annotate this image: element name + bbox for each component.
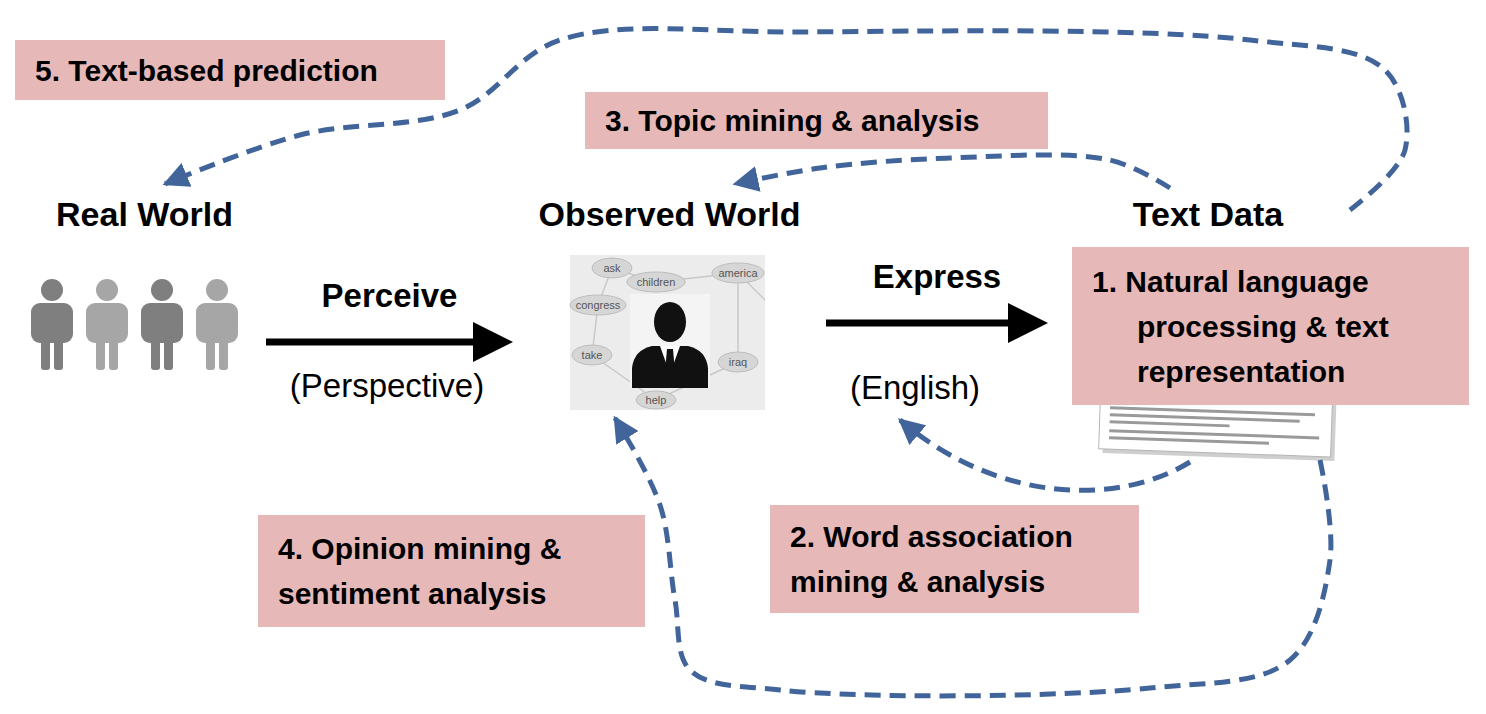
graph-lines [592,268,765,400]
word-tag: children [616,274,696,290]
node-text: 2. Word association mining & analysis [790,514,1121,604]
node-text: 1. Natural language processing & text re… [1092,259,1451,394]
edge-label: Perceive [322,276,458,316]
word-tag: america [698,265,778,281]
word-tag: take [552,347,632,363]
node-text: Text Data [1066,188,1350,235]
node-text: 3. Topic mining & analysis [605,98,980,143]
node-text: 4. Opinion mining & sentiment analysis [278,526,627,616]
edge-label: Express [873,257,1001,297]
node-text: Observed World [515,188,824,235]
solid-arrow [826,320,1008,327]
task-box: 2. Word association mining & analysis [770,505,1139,613]
dashed-arrow [900,420,1190,490]
dashed-arrow [615,418,1331,696]
world-node: Observed World [515,188,824,414]
edge-note: (Perspective) [252,366,522,406]
edge-note: (English) [815,368,1015,408]
person-figure [196,279,238,370]
task-box: 3. Topic mining & analysis [585,92,1048,149]
portrait-ground [630,294,710,388]
node-text: Real World [25,188,264,235]
person-silhouette [632,302,708,388]
person-figure [86,279,128,370]
word-tag: congress [558,297,638,313]
word-tag: help [616,392,696,408]
solid-arrow [266,339,473,346]
world-node: Real World [25,188,264,376]
word-tag: iraq [698,354,778,370]
people-icon [31,279,238,370]
word-bubbles [570,258,764,409]
task-box: 1. Natural language processing & text re… [1072,247,1469,405]
document-lines [1109,406,1320,446]
person-figure [31,279,73,370]
task-box: 4. Opinion mining & sentiment analysis [258,515,645,627]
word-tag: ask [572,260,652,276]
dashed-arrow [735,155,1170,188]
node-text: 5. Text-based prediction [35,48,378,93]
task-box: 5. Text-based prediction [15,40,445,100]
person-figure [141,279,183,370]
